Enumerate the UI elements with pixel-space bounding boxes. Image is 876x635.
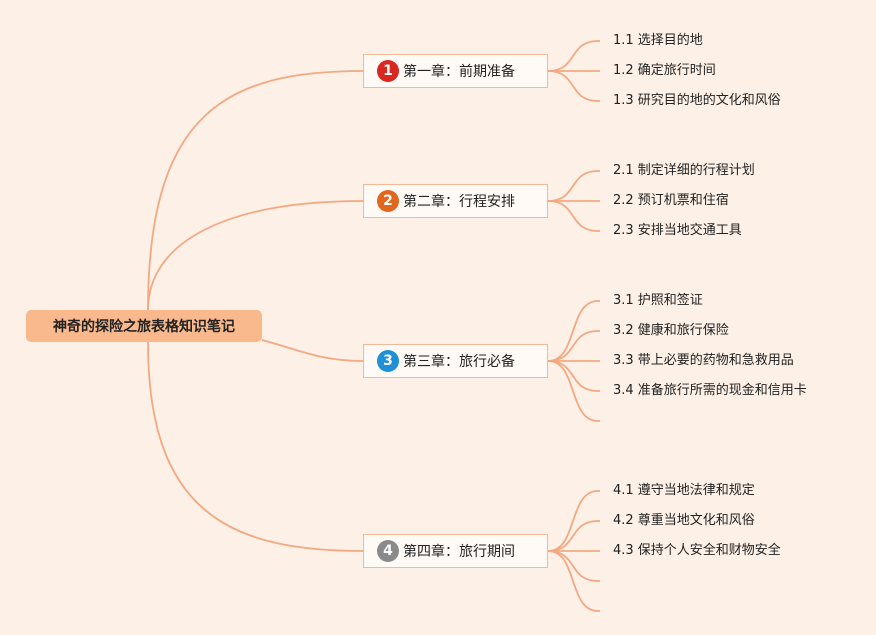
chapter-label: 第二章：行程安排: [403, 194, 515, 210]
chapter-node-4[interactable]: 4 第四章：旅行期间: [363, 534, 548, 568]
chapter-to-leaf-link: [547, 300, 600, 362]
chapter-to-leaf-link: [547, 360, 600, 392]
leaf-item[interactable]: 4.1 遵守当地法律和规定: [613, 483, 755, 498]
chapter-to-leaf-link: [547, 550, 600, 612]
number-2-badge-icon: 2: [377, 190, 399, 212]
number-4-badge-icon: 4: [377, 540, 399, 562]
chapter-to-leaf-link: [547, 520, 600, 552]
chapter-to-leaf-link: [547, 330, 600, 362]
chapter-to-leaf-link: [547, 70, 600, 102]
root-node[interactable]: 神奇的探险之旅表格知识笔记: [26, 310, 262, 342]
leaf-item[interactable]: 3.2 健康和旅行保险: [613, 323, 729, 338]
chapter-to-leaf-link: [547, 550, 600, 582]
leaf-item[interactable]: 3.4 准备旅行所需的现金和信用卡: [613, 383, 807, 398]
chapter-label: 第一章：前期准备: [403, 64, 515, 80]
leaf-item[interactable]: 1.1 选择目的地: [613, 33, 703, 48]
leaf-item[interactable]: 2.3 安排当地交通工具: [613, 223, 742, 238]
root-label: 神奇的探险之旅表格知识笔记: [53, 319, 235, 335]
chapter-label: 第四章：旅行期间: [403, 544, 515, 560]
leaf-item[interactable]: 1.2 确定旅行时间: [613, 63, 716, 78]
chapter-label: 第三章：旅行必备: [403, 354, 515, 370]
root-to-chapter-link: [147, 200, 364, 311]
root-to-chapter-link: [147, 70, 364, 311]
leaf-item[interactable]: 4.3 保持个人安全和财物安全: [613, 543, 781, 558]
leaf-item[interactable]: 3.3 带上必要的药物和急救用品: [613, 353, 794, 368]
leaf-item[interactable]: 2.1 制定详细的行程计划: [613, 163, 755, 178]
leaf-item[interactable]: 1.3 研究目的地的文化和风俗: [613, 93, 781, 108]
chapter-node-3[interactable]: 3 第三章：旅行必备: [363, 344, 548, 378]
chapter-to-leaf-link: [547, 170, 600, 202]
chapter-node-2[interactable]: 2 第二章：行程安排: [363, 184, 548, 218]
chapter-to-leaf-link: [547, 200, 600, 232]
chapter-to-leaf-link: [547, 490, 600, 552]
leaf-item[interactable]: 4.2 尊重当地文化和风俗: [613, 513, 755, 528]
chapter-to-leaf-link: [547, 360, 600, 422]
chapter-node-1[interactable]: 1 第一章：前期准备: [363, 54, 548, 88]
number-3-badge-icon: 3: [377, 350, 399, 372]
number-1-badge-icon: 1: [377, 60, 399, 82]
chapter-to-leaf-link: [547, 40, 600, 72]
root-to-chapter-link: [261, 339, 364, 362]
leaf-item[interactable]: 3.1 护照和签证: [613, 293, 703, 308]
root-to-chapter-link: [147, 341, 364, 552]
leaf-item[interactable]: 2.2 预订机票和住宿: [613, 193, 729, 208]
